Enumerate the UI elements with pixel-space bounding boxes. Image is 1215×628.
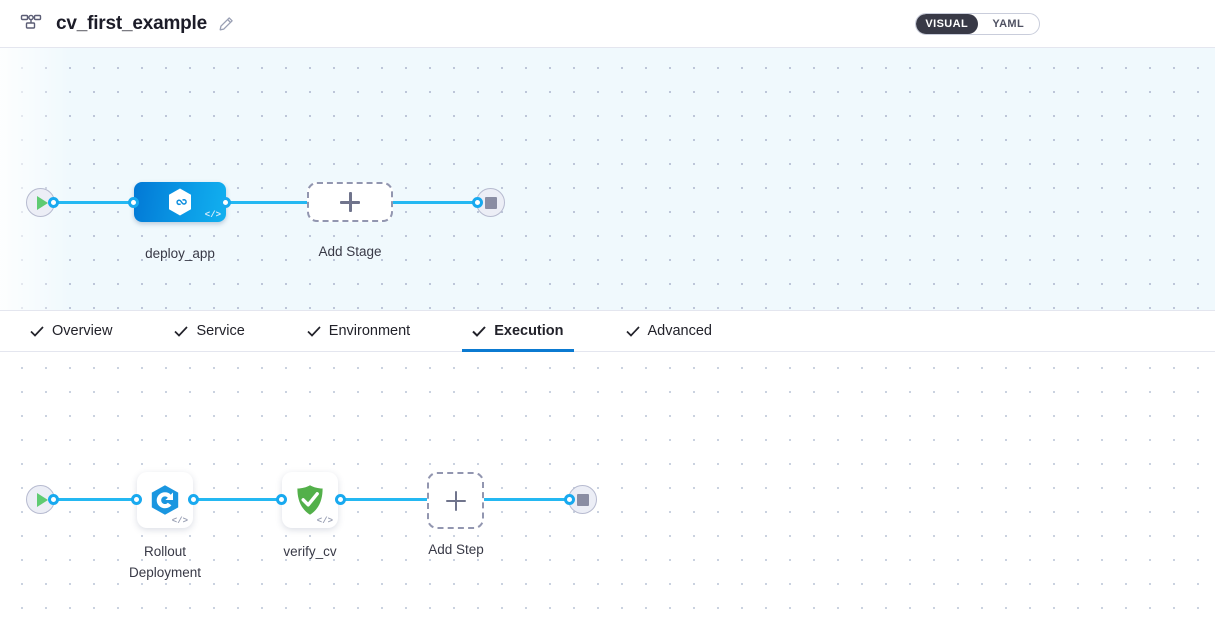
add-step-button[interactable]	[427, 472, 484, 529]
tab-label: Execution	[494, 323, 564, 339]
connector-verify-to-addstep	[337, 498, 433, 501]
play-icon	[37, 492, 48, 507]
tab-label: Overview	[52, 323, 113, 339]
port-verify-in[interactable]	[276, 494, 287, 505]
rollout-deployment-icon	[151, 485, 179, 515]
tab-spacer	[574, 311, 598, 351]
stop-icon	[576, 493, 589, 506]
cd-hexagon-icon	[169, 188, 191, 216]
connector-start-to-deploy	[46, 201, 142, 204]
code-badge: </>	[171, 516, 188, 526]
green-shield-check-icon	[297, 485, 323, 515]
tab-label: Environment	[328, 323, 411, 339]
port-rollout-out[interactable]	[188, 494, 199, 505]
connector-addstep-to-end	[483, 498, 579, 501]
tab-overview[interactable]: Overview	[20, 311, 122, 351]
execution-steps-canvas[interactable]: </> Rollout Deployment </> verify_cv Add…	[0, 352, 1215, 628]
add-stage-label: Add Stage	[318, 244, 382, 259]
tab-label: Advanced	[647, 323, 713, 339]
port-deploy-in[interactable]	[128, 197, 139, 208]
stage-canvas[interactable]: </> deploy_app Add Stage	[0, 48, 1215, 310]
port-end-in[interactable]	[472, 197, 483, 208]
check-icon	[307, 325, 321, 337]
port-verify-out[interactable]	[335, 494, 346, 505]
step-node-rollout-deployment[interactable]: </>	[137, 472, 193, 528]
step-label-verify-cv: verify_cv	[283, 544, 337, 559]
play-icon	[37, 195, 48, 210]
connector-start-to-rollout	[46, 498, 142, 501]
check-icon	[472, 325, 486, 337]
tab-service[interactable]: Service	[164, 311, 254, 351]
stop-icon	[484, 196, 497, 209]
check-icon	[174, 325, 189, 337]
pipeline-graph-icon	[20, 13, 42, 35]
stage-label-deploy-app: deploy_app	[145, 246, 215, 261]
plus-icon	[340, 192, 360, 212]
add-stage-button[interactable]	[307, 182, 393, 222]
port-step-end-in[interactable]	[564, 494, 575, 505]
port-start-out[interactable]	[48, 197, 59, 208]
tab-environment[interactable]: Environment	[297, 311, 420, 351]
toggle-option-visual[interactable]: VISUAL	[916, 14, 978, 34]
tab-spacer	[255, 311, 279, 351]
view-mode-toggle[interactable]: VISUAL YAML	[915, 13, 1040, 35]
stage-config-tabs[interactable]: Overview Service Environment Execution A…	[0, 310, 1215, 352]
pencil-edit-icon[interactable]	[218, 16, 234, 32]
port-step-start-out[interactable]	[48, 494, 59, 505]
tab-label: Service	[196, 323, 245, 339]
add-step-label: Add Step	[428, 542, 484, 557]
tab-execution[interactable]: Execution	[462, 311, 574, 352]
step-end-node[interactable]	[568, 485, 597, 514]
step-label-rollout-deployment: Rollout Deployment	[128, 544, 202, 580]
step-node-verify-cv[interactable]: </>	[282, 472, 338, 528]
connector-addstage-to-end	[389, 201, 485, 204]
code-badge: </>	[316, 516, 333, 526]
page-title: cv_first_example	[56, 12, 208, 34]
stage-node-deploy-app[interactable]: </>	[134, 182, 226, 222]
toggle-option-yaml[interactable]: YAML	[992, 18, 1025, 30]
tab-spacer	[122, 311, 146, 351]
check-icon	[30, 325, 44, 337]
port-rollout-in[interactable]	[131, 494, 142, 505]
plus-icon	[445, 490, 466, 511]
tab-spacer	[420, 311, 444, 351]
port-deploy-out[interactable]	[220, 197, 231, 208]
code-badge: </>	[204, 210, 221, 220]
connector-rollout-to-verify	[190, 498, 292, 501]
check-icon	[625, 325, 640, 337]
connector-deploy-to-addstage	[222, 201, 312, 204]
app-header: cv_first_example VISUAL YAML	[0, 0, 1215, 48]
tab-advanced[interactable]: Advanced	[616, 311, 723, 351]
